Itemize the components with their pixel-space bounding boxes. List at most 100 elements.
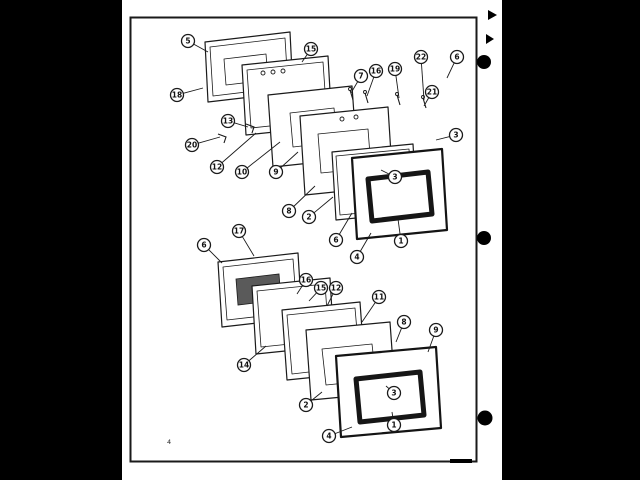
callout-balloon (368, 63, 384, 79)
callout-balloon (387, 169, 403, 185)
callout-number: 10 (237, 168, 247, 177)
callout-leader-line (326, 293, 334, 307)
callout-balloon (386, 417, 402, 433)
callout-leader-line (391, 411, 394, 419)
footer-mark: 4 (167, 438, 171, 446)
callout-balloon (371, 289, 387, 305)
callout-balloon (236, 357, 252, 373)
callout-leader-line (395, 327, 403, 343)
callout-number: 2 (303, 401, 308, 410)
callout-number: 1 (398, 237, 403, 246)
callout-number: 3 (391, 389, 396, 398)
callout-balloon (209, 159, 225, 175)
callout-leader-line (301, 54, 308, 63)
edge-smudge (450, 459, 472, 463)
callout-leader-line (359, 232, 372, 252)
callout-leader-line (334, 426, 353, 435)
callout-number: 1 (391, 421, 396, 430)
callout-leader-line (248, 345, 267, 362)
registration-dot-icon (477, 55, 491, 69)
callout-leader-line (234, 122, 249, 128)
callout-leader-line (308, 292, 317, 302)
callout-number: 9 (433, 326, 438, 335)
upper-screw-icons (217, 87, 427, 144)
callout-balloon (349, 249, 365, 265)
callout-leader-line (446, 62, 455, 79)
callout-balloon (169, 87, 185, 103)
callout-balloon (301, 209, 317, 225)
callout-balloon (298, 397, 314, 413)
callout-number: 19 (390, 65, 400, 74)
callout-leader-line (310, 391, 323, 402)
callout-leader-line (293, 185, 316, 207)
callout-number: 6 (333, 236, 338, 245)
callout-number: 2 (306, 213, 311, 222)
upper-front-door-panel (350, 147, 449, 241)
callout-number: 5 (185, 37, 190, 46)
callout-balloon (180, 33, 196, 49)
callout-balloon (448, 127, 464, 143)
callout-balloon (281, 203, 297, 219)
callout-number: 20 (187, 141, 197, 150)
callout-number: 15 (316, 284, 326, 293)
callout-number: 3 (453, 131, 458, 140)
callout-balloon (313, 280, 329, 296)
callout-number: 6 (201, 241, 206, 250)
callout-leader-line (313, 196, 334, 214)
bracket-icon (217, 133, 227, 144)
callout-leader-line (423, 97, 430, 107)
callout-balloon (428, 322, 444, 338)
callout-leader-line (350, 81, 359, 94)
callout-leader-line (421, 63, 425, 101)
callout-balloon (184, 137, 200, 153)
callout-leader-line (338, 212, 353, 235)
callout-balloon (268, 164, 284, 180)
callout-leader-line (366, 76, 375, 97)
corner-arrow-icon (486, 34, 494, 44)
callout-balloon (396, 314, 412, 330)
callout-leader-line (208, 249, 223, 264)
callout-leader-line (397, 218, 401, 235)
registration-dot-icon (477, 410, 493, 426)
callout-number: 18 (172, 91, 182, 100)
page-marks: 4 (167, 10, 497, 463)
callout-balloon (234, 164, 250, 180)
callout-balloon (393, 233, 409, 249)
callout-number: 14 (239, 361, 249, 370)
bracket-icon (245, 123, 255, 134)
callout-balloon (387, 61, 403, 77)
callout-balloon (353, 68, 369, 84)
corner-arrow-icon (488, 10, 497, 20)
callout-number: 15 (306, 45, 316, 54)
callout-leader-line (361, 302, 376, 323)
callout-leader-line (385, 385, 390, 390)
callout-leader-line (221, 132, 257, 164)
callout-leader-line (241, 236, 255, 257)
callout-balloon (413, 49, 429, 65)
callout-balloon (386, 385, 402, 401)
upper-door-assembly (204, 31, 449, 241)
callout-balloon (449, 49, 465, 65)
callout-number: 16 (371, 67, 381, 76)
callout-balloon (328, 232, 344, 248)
callout-balloon (196, 237, 212, 253)
callout-number: 16 (301, 276, 311, 285)
callout-number: 17 (234, 227, 244, 236)
callout-number: 13 (223, 117, 233, 126)
callout-leader-line (246, 141, 281, 169)
page-border (129, 16, 478, 463)
callout-number: 6 (454, 53, 459, 62)
callout-leader-line (380, 169, 390, 175)
callout-number: 11 (374, 293, 384, 302)
callout-leader-line (395, 75, 400, 99)
callout-number: 3 (392, 173, 397, 182)
callout-number: 7 (358, 72, 363, 81)
callout-balloon (220, 113, 236, 129)
callout-balloon (303, 41, 319, 57)
callout-number: 12 (331, 284, 341, 293)
callout-balloon (321, 428, 337, 444)
